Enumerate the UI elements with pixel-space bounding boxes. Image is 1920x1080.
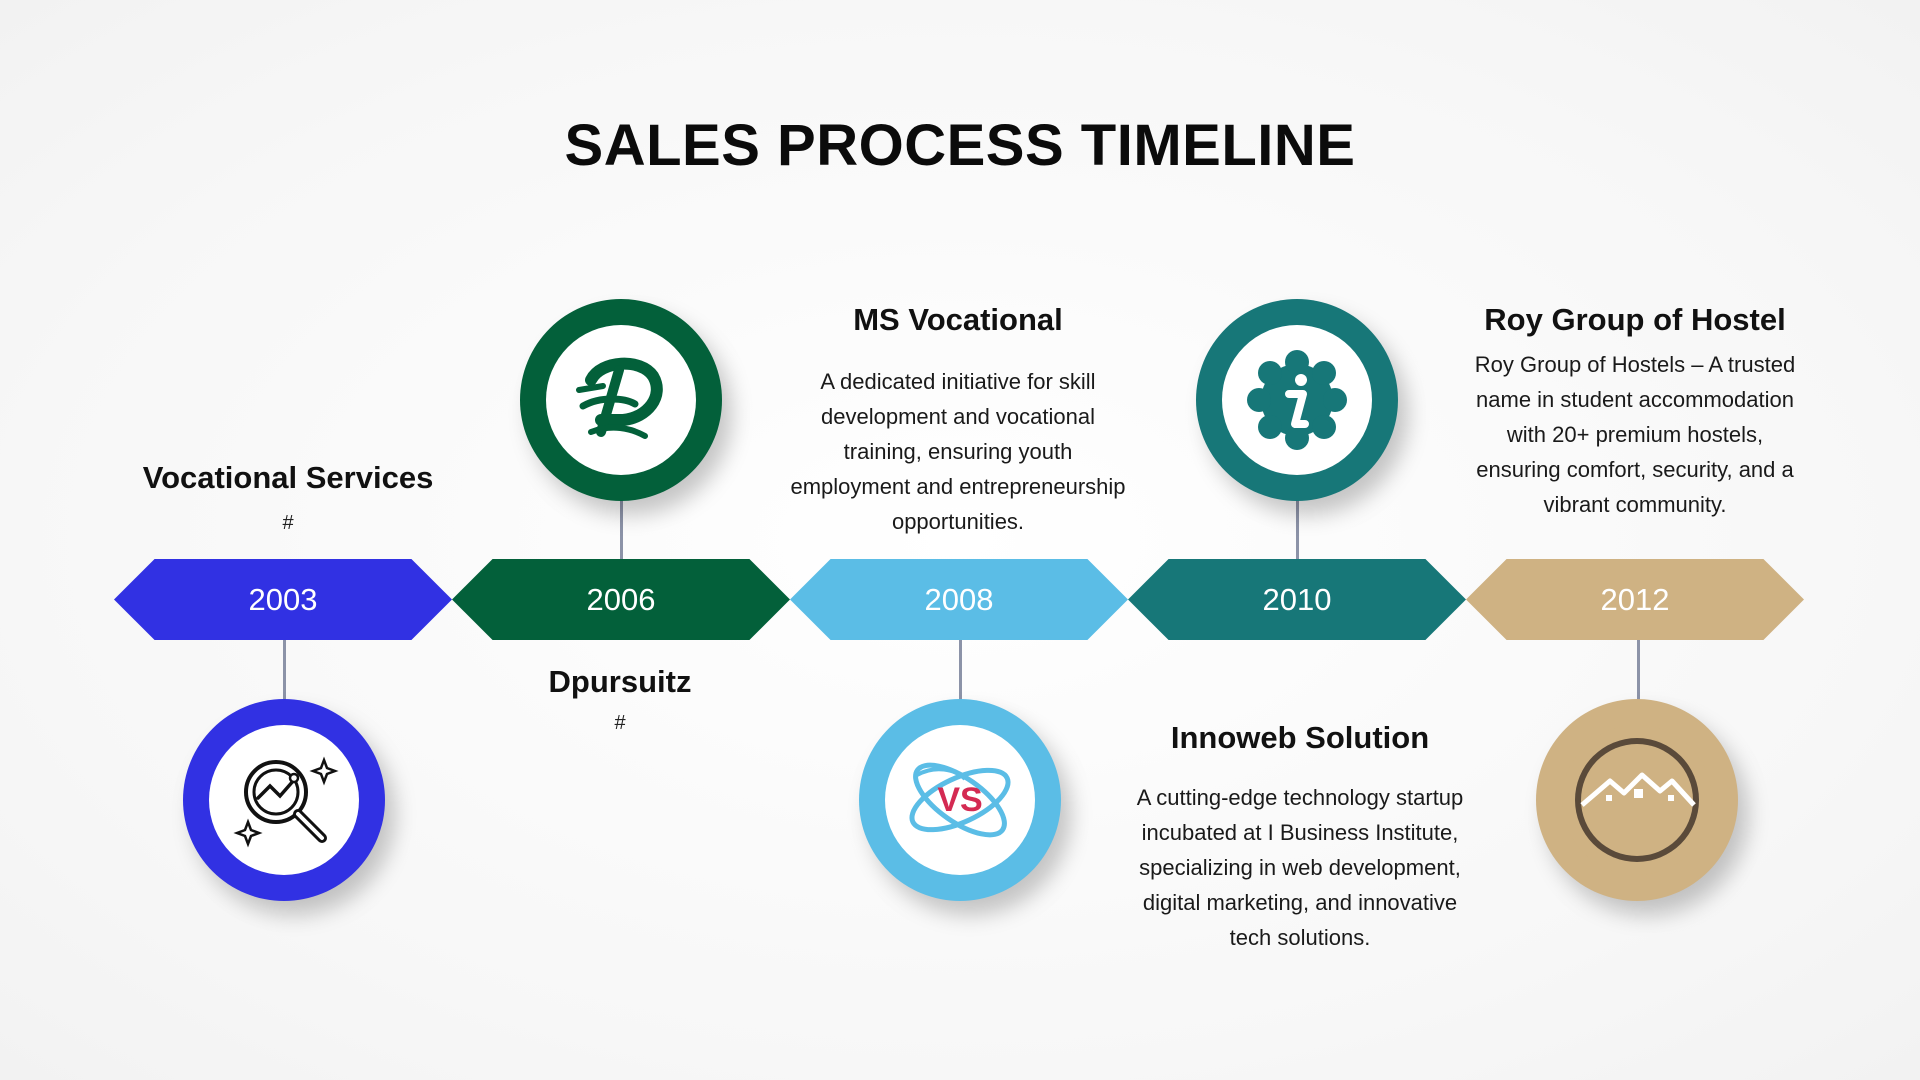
houses-logo-icon — [1575, 738, 1699, 862]
milestone-2008-heading: MS Vocational — [853, 302, 1063, 337]
connector-2008 — [959, 640, 962, 700]
milestone-2010-description: A cutting-edge technology startup incuba… — [1136, 785, 1464, 950]
milestone-2010-heading: Innoweb Solution — [1170, 720, 1430, 755]
year-chevron-2010: 2010 — [1128, 559, 1466, 640]
year-label: 2006 — [586, 581, 656, 617]
milestone-2003-description: # — [282, 512, 294, 534]
year-chevron-2003: 2003 — [114, 559, 452, 640]
milestone-2003-heading: Vocational Services — [142, 460, 434, 495]
year-chevron-2012: 2012 — [1466, 559, 1804, 640]
milestone-2012-description: Roy Group of Hostels – A trusted name in… — [1474, 352, 1796, 517]
connector-2010 — [1296, 500, 1299, 559]
milestone-2012-heading: Roy Group of Hostel — [1484, 302, 1786, 337]
year-label: 2010 — [1262, 581, 1332, 617]
year-chevron-2006: 2006 — [452, 559, 790, 640]
connector-2006 — [620, 500, 623, 559]
search-analytics-icon — [233, 756, 339, 848]
dpursuitz-logo-icon — [576, 357, 663, 439]
year-label: 2008 — [924, 581, 994, 617]
info-badge-icon — [1247, 350, 1347, 450]
milestone-2006-heading: Dpursuitz — [548, 664, 692, 699]
year-chevron-2008: 2008 — [790, 559, 1128, 640]
milestone-2012-badge-inner — [1562, 725, 1712, 875]
milestone-2008-badge: VS — [859, 699, 1061, 901]
milestone-2008-badge-inner: VS — [885, 725, 1035, 875]
milestone-2008-description: A dedicated initiative for skill develop… — [790, 369, 1126, 534]
milestone-2006-description: # — [614, 712, 626, 734]
milestone-2010-badge-inner — [1222, 325, 1372, 475]
milestone-2003-badge-inner — [209, 725, 359, 875]
svg-text:VS: VS — [937, 781, 982, 819]
milestone-2006-badge — [520, 299, 722, 501]
connector-2012 — [1637, 640, 1640, 700]
milestone-2012-badge — [1536, 699, 1738, 901]
vs-logo-icon: VS — [909, 762, 1011, 838]
year-label: 2003 — [248, 581, 318, 617]
connector-2003 — [283, 640, 286, 700]
milestone-2006-badge-inner — [546, 325, 696, 475]
year-label: 2012 — [1600, 581, 1670, 617]
page-title: SALES PROCESS TIMELINE — [564, 113, 1356, 178]
milestone-2010-badge — [1196, 299, 1398, 501]
milestone-2003-badge — [183, 699, 385, 901]
